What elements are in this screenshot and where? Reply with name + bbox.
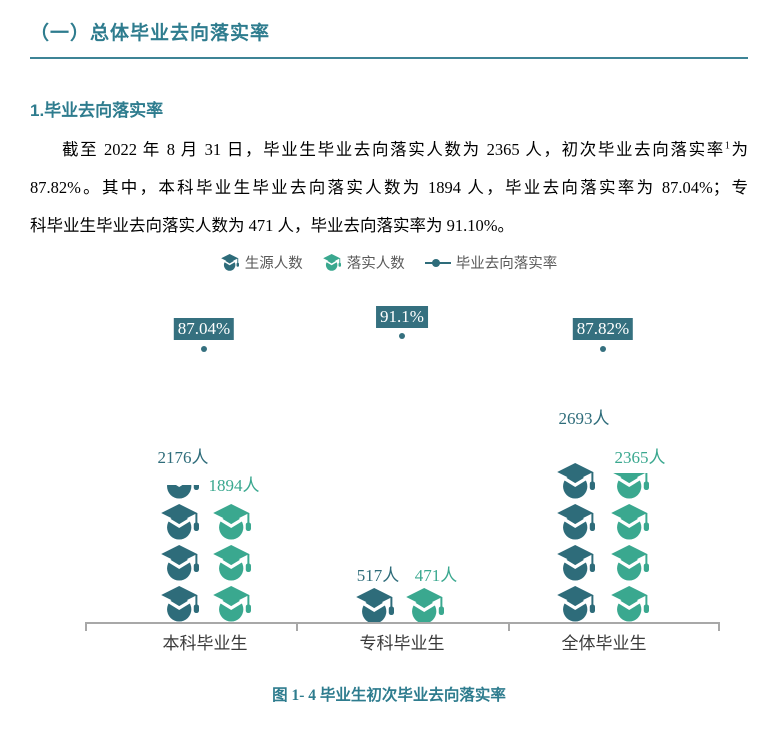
rate-point-marker xyxy=(201,346,207,352)
graduation-cap-icon xyxy=(557,545,597,581)
figure-caption: 图 1- 4 毕业生初次毕业去向落实率 xyxy=(272,687,506,704)
pictogram-column-college-source xyxy=(356,588,396,622)
rate-point-marker xyxy=(600,346,606,352)
paragraph-text: 截至 2022 年 8 月 31 日，毕业生毕业去向落实人数为 2365 人，初… xyxy=(62,140,725,159)
legend-label: 落实人数 xyxy=(346,256,405,272)
paragraph-line-3: 科毕业生毕业去向落实人数为 471 人，毕业去向落实率为 91.10%。 xyxy=(30,216,514,235)
rate-point-marker xyxy=(399,333,405,339)
graduation-cap-icon xyxy=(161,545,201,581)
axis-tick xyxy=(296,623,298,631)
graduation-cap-icon xyxy=(221,254,240,271)
x-axis-line xyxy=(85,622,720,624)
graduation-cap-icon xyxy=(557,504,597,540)
axis-tick xyxy=(718,623,720,631)
graduation-cap-icon xyxy=(611,545,651,581)
graduation-cap-icon xyxy=(557,586,597,622)
graduation-cap-icon-partial xyxy=(406,588,446,622)
rate-label-all: 87.82% xyxy=(572,318,634,340)
value-label-undergrad-source: 2176人 xyxy=(157,448,209,467)
value-label-all-settled: 2365人 xyxy=(614,448,666,467)
graduation-cap-icon xyxy=(161,586,201,622)
body-paragraph: 截至 2022 年 8 月 31 日，毕业生毕业去向落实人数为 2365 人，初… xyxy=(30,131,748,245)
value-label-college-source: 517人 xyxy=(356,566,400,585)
graduation-cap-icon xyxy=(213,504,253,540)
axis-tick xyxy=(508,623,510,631)
category-label-undergrad: 本科毕业生 xyxy=(162,634,248,653)
pictogram-column-undergrad-source xyxy=(161,485,201,622)
pictogram-chart: 87.04% 91.1% 87.82% 2176人 1894人 517人 471… xyxy=(0,295,778,660)
subsection-title: 1.毕业去向落实率 xyxy=(30,101,164,120)
legend-label: 生源人数 xyxy=(244,256,303,272)
category-label-all: 全体毕业生 xyxy=(561,634,647,653)
rate-label-undergrad: 87.04% xyxy=(173,318,235,340)
section-heading: （一）总体毕业去向落实率 xyxy=(30,23,271,44)
pictogram-column-undergrad-settled xyxy=(213,504,253,622)
paragraph-text: 为 xyxy=(729,140,748,159)
graduation-cap-icon xyxy=(611,586,651,622)
value-label-undergrad-settled: 1894人 xyxy=(208,476,260,495)
graduation-cap-icon-partial xyxy=(161,485,201,499)
legend-item-rate: 毕业去向落实率 xyxy=(424,252,558,273)
graduation-cap-icon xyxy=(611,504,651,540)
heading-divider xyxy=(30,57,748,59)
graduation-cap-icon-partial xyxy=(356,588,396,622)
footnote-marker: 1 xyxy=(724,140,730,152)
axis-tick xyxy=(85,623,87,631)
pictogram-column-all-source xyxy=(557,463,597,622)
category-label-college: 专科毕业生 xyxy=(359,634,445,653)
value-label-all-source: 2693人 xyxy=(558,409,610,428)
chart-legend: 生源人数 落实人数 毕业去向落实率 xyxy=(0,252,778,273)
legend-item-settled-count: 落实人数 xyxy=(323,252,405,273)
paragraph-line-2: 87.82%。其中，本科毕业生毕业去向落实人数为 1894 人，毕业去向落实率为… xyxy=(30,178,748,197)
pictogram-column-college-settled xyxy=(406,588,446,622)
pictogram-column-all-settled xyxy=(611,473,651,622)
paragraph-line-1: 截至 2022 年 8 月 31 日，毕业生毕业去向落实人数为 2365 人，初… xyxy=(30,131,748,169)
line-dot-icon xyxy=(424,258,451,267)
value-label-college-settled: 471人 xyxy=(414,566,458,585)
legend-item-source-count: 生源人数 xyxy=(221,252,303,273)
graduation-cap-icon xyxy=(213,586,253,622)
graduation-cap-icon xyxy=(557,463,597,499)
graduation-cap-icon-partial xyxy=(611,473,651,499)
legend-label: 毕业去向落实率 xyxy=(455,256,558,272)
graduation-cap-icon xyxy=(161,504,201,540)
graduation-cap-icon xyxy=(323,254,342,271)
graduation-cap-icon xyxy=(213,545,253,581)
rate-label-college: 91.1% xyxy=(376,306,428,328)
